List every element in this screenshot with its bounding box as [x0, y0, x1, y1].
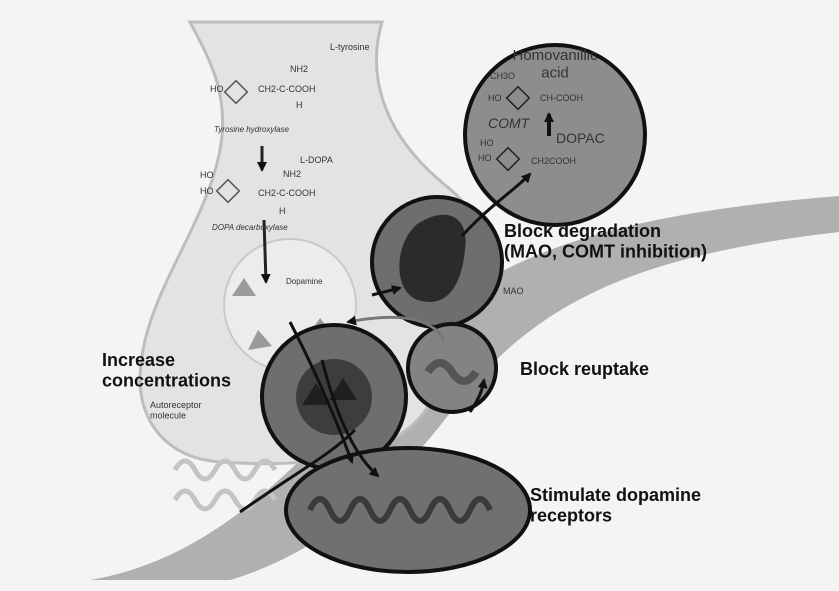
nh2-label: NH2 — [290, 64, 308, 74]
ch3o-label: CH3O — [490, 71, 515, 81]
dopac-ho-top: HO — [480, 138, 494, 148]
dopa-ho-top: HO — [200, 170, 214, 180]
tyrosine-formula-right: CH2-C-COOH — [258, 84, 316, 94]
mao-label: MAO — [503, 286, 524, 296]
hva-chain-label: CH-COOH — [540, 93, 583, 103]
l-tyrosine-label: L-tyrosine — [330, 42, 370, 52]
dopac-chain-label: CH2COOH — [531, 156, 576, 166]
comt-label: COMT — [488, 115, 531, 131]
dopac-label: DOPAC — [556, 130, 605, 146]
block-reuptake-label: Block reuptake — [520, 359, 649, 379]
tyrosine-hydroxylase-label: Tyrosine hydroxylase — [214, 125, 290, 134]
hva-ho-label: HO — [488, 93, 502, 103]
tyrosine-formula-left: HO — [210, 84, 224, 94]
dopa-formula-right: CH2-C-COOH — [258, 188, 316, 198]
h-label-2: H — [279, 206, 286, 216]
l-dopa-label: L-DOPA — [300, 155, 333, 165]
nh2-label-2: NH2 — [283, 169, 301, 179]
dopac-ho: HO — [478, 153, 492, 163]
dopamine-label: Dopamine — [286, 277, 323, 286]
dopa-decarboxylase-label: DOPA decarboxylase — [212, 223, 288, 232]
h-label: H — [296, 100, 303, 110]
dopa-ho: HO — [200, 186, 214, 196]
